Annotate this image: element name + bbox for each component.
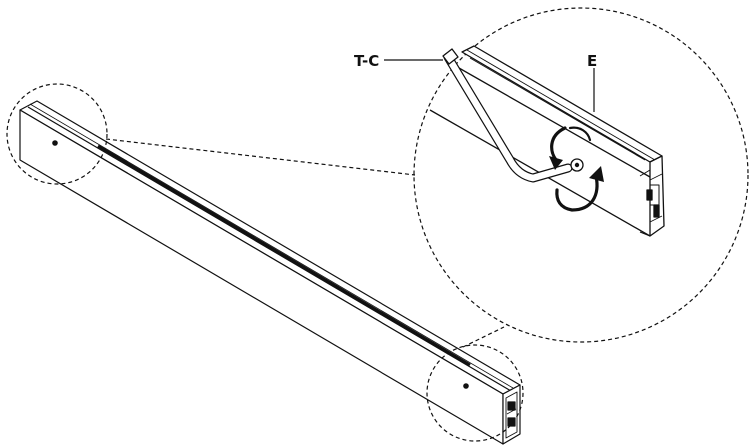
magnified-profile bbox=[429, 45, 665, 237]
detail-circle-right bbox=[426, 344, 524, 442]
leader-lines bbox=[384, 59, 595, 112]
magnified-detail-circle bbox=[413, 7, 749, 343]
rotate-arrows-icon bbox=[549, 126, 604, 212]
detail-circle-left bbox=[6, 83, 108, 185]
label-tool: T-C bbox=[354, 52, 379, 70]
label-part: E bbox=[587, 52, 597, 70]
hex-key-icon bbox=[442, 48, 584, 183]
screw-hole-left bbox=[52, 140, 58, 146]
profile-rail bbox=[19, 100, 521, 445]
screw-hole-right bbox=[463, 383, 469, 389]
detail-circles bbox=[6, 7, 749, 442]
